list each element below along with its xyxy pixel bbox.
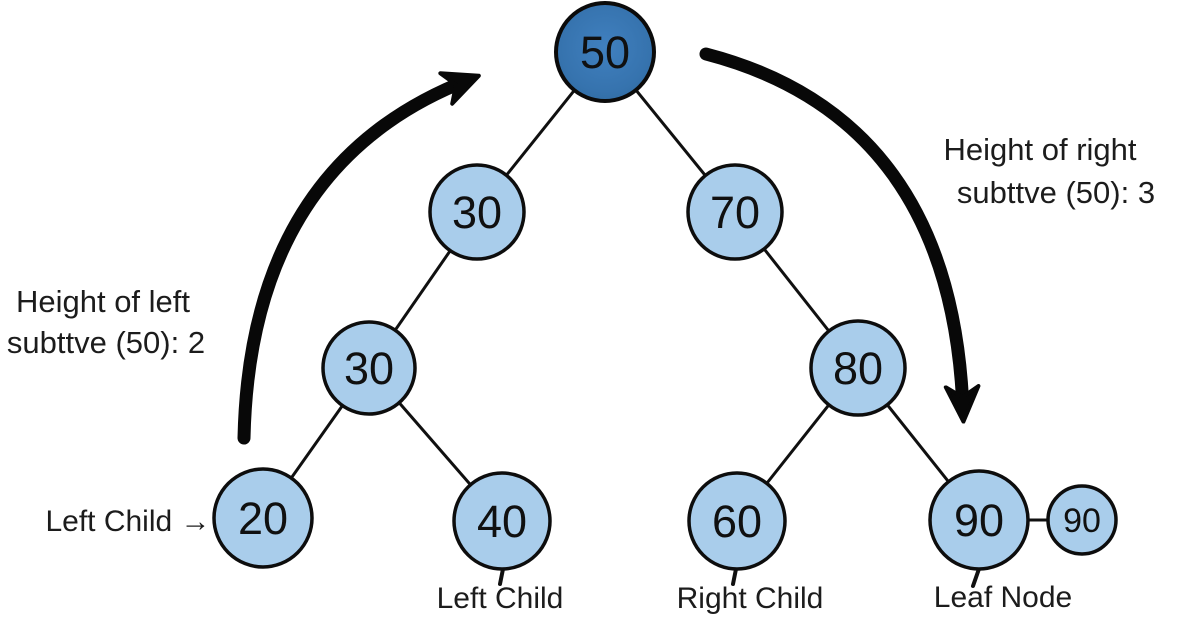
tree-node-80: 80	[809, 319, 907, 417]
tree-node-70: 70	[686, 163, 784, 261]
tree-node-30-upper: 30	[428, 163, 526, 261]
node-value: 70	[710, 187, 760, 238]
root-node-circle	[554, 1, 656, 103]
node-value: 80	[833, 343, 883, 394]
node-circle	[452, 471, 552, 571]
node-circle	[809, 319, 907, 417]
tree-node-60: 60	[687, 471, 787, 571]
root-node-value: 50	[580, 27, 630, 78]
height-right-label-line2: subttve (50): 3	[957, 175, 1155, 210]
node-circle	[1046, 484, 1118, 556]
height-left-label-line1: Height of left	[16, 284, 190, 319]
node-value: 60	[712, 496, 762, 547]
node-value: 30	[452, 187, 502, 238]
node-circle	[687, 471, 787, 571]
tree-node-90-large: 90	[928, 469, 1030, 571]
tree-node-root-50: 50	[554, 1, 656, 103]
left-child-pointer-label: Left Child →	[45, 505, 210, 538]
tree-node-90-small: 90	[1046, 484, 1118, 556]
node-circle	[212, 467, 314, 569]
node-circle	[928, 469, 1030, 571]
height-right-label-line1: Height of right	[944, 132, 1137, 167]
tree-node-20: 20	[212, 467, 314, 569]
tree-node-30-lower: 30	[321, 320, 417, 416]
left-height-arrow-icon	[237, 71, 481, 445]
node-value: 40	[477, 496, 527, 547]
node-circle	[321, 320, 417, 416]
tick-right-child	[731, 567, 738, 586]
leaf-node-caption: Leaf Node	[934, 581, 1072, 614]
node-value: 90	[1063, 502, 1101, 540]
node-value: 30	[344, 343, 394, 394]
right-child-caption: Right Child	[677, 582, 824, 615]
tree-node-40: 40	[452, 471, 552, 571]
left-child-caption: Left Child	[437, 582, 564, 615]
node-value: 90	[954, 495, 1004, 546]
right-height-arrow-icon	[699, 47, 981, 424]
node-value: 20	[238, 493, 288, 544]
tick-left-child	[498, 567, 505, 586]
node-circle	[686, 163, 784, 261]
height-left-label-line2: subttve (50): 2	[7, 325, 205, 360]
node-circle	[428, 163, 526, 261]
